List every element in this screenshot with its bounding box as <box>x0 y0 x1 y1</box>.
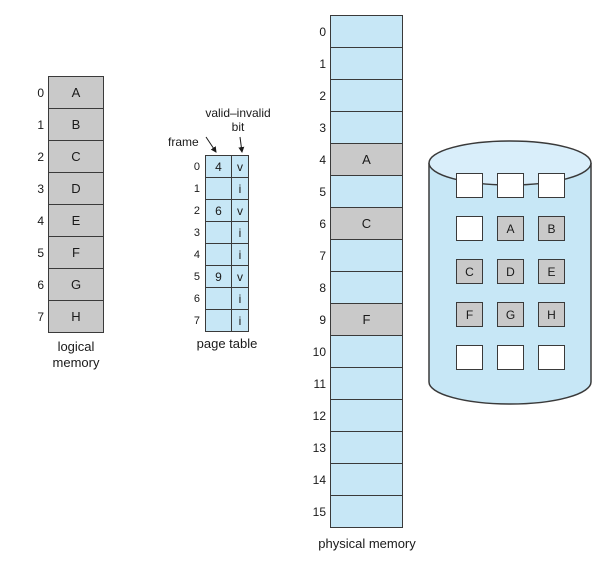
physical-memory-index: 1 <box>319 56 326 71</box>
physical-memory-cell <box>330 495 403 528</box>
logical-memory-cell: E <box>48 204 104 237</box>
logical-memory-index: 5 <box>37 245 44 260</box>
valid-invalid-bit-label: valid–invalid bit <box>194 106 282 135</box>
page-table-frame-cell <box>205 221 232 244</box>
backing-store-slot: G <box>497 302 524 327</box>
physical-memory-cell <box>330 239 403 272</box>
backing-store-slot: A <box>497 216 524 241</box>
logical-memory-cell: C <box>48 140 104 173</box>
physical-memory-cell <box>330 399 403 432</box>
physical-memory-index: 15 <box>312 504 326 519</box>
page-table-frame-cell <box>205 309 232 332</box>
page-table-index: 2 <box>193 204 200 217</box>
physical-memory-index: 11 <box>313 376 326 391</box>
page-table-bit-cell: i <box>231 309 249 332</box>
physical-memory-cell <box>330 111 403 144</box>
physical-memory-label: physical memory <box>318 536 416 551</box>
backing-store-slot <box>538 173 565 198</box>
backing-store-slot <box>456 173 483 198</box>
logical-memory-cell: H <box>48 300 104 333</box>
page-table-index: 1 <box>193 182 200 195</box>
physical-memory-index: 10 <box>312 344 326 359</box>
logical-memory-cell: A <box>48 76 104 109</box>
logical-memory-cell: D <box>48 172 104 205</box>
page-table-bit-cell: i <box>231 243 249 266</box>
page-table-bit-cell: i <box>231 287 249 310</box>
page-table-bit-cell: v <box>231 155 249 178</box>
physical-memory-cell: C <box>330 207 403 240</box>
logical-memory-index: 0 <box>37 85 44 100</box>
physical-memory-index: 6 <box>319 216 326 231</box>
frame-arrow-icon <box>205 136 217 153</box>
physical-memory-index: 3 <box>319 120 326 135</box>
logical-memory-index: 7 <box>37 309 44 324</box>
physical-memory-index: 2 <box>319 88 326 103</box>
backing-store-slot <box>497 345 524 370</box>
backing-store-slot <box>497 173 524 198</box>
page-table-index: 7 <box>193 314 200 327</box>
backing-store-slot: D <box>497 259 524 284</box>
physical-memory-index: 8 <box>319 280 326 295</box>
page-table-index: 6 <box>193 292 200 305</box>
logical-memory-index: 4 <box>37 213 44 228</box>
logical-memory-cell: F <box>48 236 104 269</box>
physical-memory-index: 0 <box>319 24 326 39</box>
frame-header-label: frame <box>168 135 199 149</box>
physical-memory-index: 5 <box>319 184 326 199</box>
physical-memory-cell <box>330 15 403 48</box>
page-table-bit-cell: v <box>231 265 249 288</box>
backing-store-slot: B <box>538 216 565 241</box>
valid-invalid-bit-label-line2: bit <box>231 120 245 135</box>
physical-memory-index: 9 <box>319 312 326 327</box>
page-table-index: 4 <box>193 248 200 261</box>
physical-memory-cell <box>330 47 403 80</box>
physical-memory-cell <box>330 175 403 208</box>
backing-store-slot <box>538 345 565 370</box>
page-table-bit-cell: i <box>231 221 249 244</box>
backing-store-slot: E <box>538 259 565 284</box>
physical-memory-cell <box>330 271 403 304</box>
backing-store-slot <box>456 345 483 370</box>
logical-memory-cell: G <box>48 268 104 301</box>
physical-memory-cell <box>330 79 403 112</box>
logical-memory-label: logical memory <box>52 339 100 371</box>
logical-memory-index: 1 <box>37 117 44 132</box>
backing-store-slot: C <box>456 259 483 284</box>
page-table-frame-cell: 4 <box>205 155 232 178</box>
page-table-label: page table <box>196 336 258 351</box>
page-table-frame-cell <box>205 287 232 310</box>
page-table-bit-cell: v <box>231 199 249 222</box>
physical-memory-cell: F <box>330 303 403 336</box>
header-arrows-icon <box>205 136 245 153</box>
backing-store-slot <box>456 216 483 241</box>
logical-memory-index: 2 <box>37 149 44 164</box>
physical-memory-cell <box>330 463 403 496</box>
page-table-frame-cell <box>205 177 232 200</box>
page-table-index: 3 <box>193 226 200 239</box>
page-table-frame-cell: 9 <box>205 265 232 288</box>
physical-memory-cell <box>330 335 403 368</box>
bit-arrow-icon <box>238 136 245 153</box>
physical-memory-index: 13 <box>312 440 326 455</box>
page-table-index: 5 <box>193 270 200 283</box>
page-table-index: 0 <box>193 160 200 173</box>
physical-memory-cell <box>330 431 403 464</box>
logical-memory-index: 3 <box>37 181 44 196</box>
logical-memory-index: 6 <box>37 277 44 292</box>
page-table-bit-cell: i <box>231 177 249 200</box>
physical-memory-index: 12 <box>312 408 326 423</box>
physical-memory-index: 4 <box>319 152 326 167</box>
logical-memory-cell: B <box>48 108 104 141</box>
page-table-frame-cell <box>205 243 232 266</box>
page-table-frame-cell: 6 <box>205 199 232 222</box>
physical-memory-cell <box>330 367 403 400</box>
valid-invalid-bit-label-line1: valid–invalid <box>205 106 271 120</box>
backing-store-slot: H <box>538 302 565 327</box>
backing-store-slot: F <box>456 302 483 327</box>
physical-memory-cell: A <box>330 143 403 176</box>
physical-memory-index: 7 <box>319 248 326 263</box>
physical-memory-index: 14 <box>312 472 326 487</box>
